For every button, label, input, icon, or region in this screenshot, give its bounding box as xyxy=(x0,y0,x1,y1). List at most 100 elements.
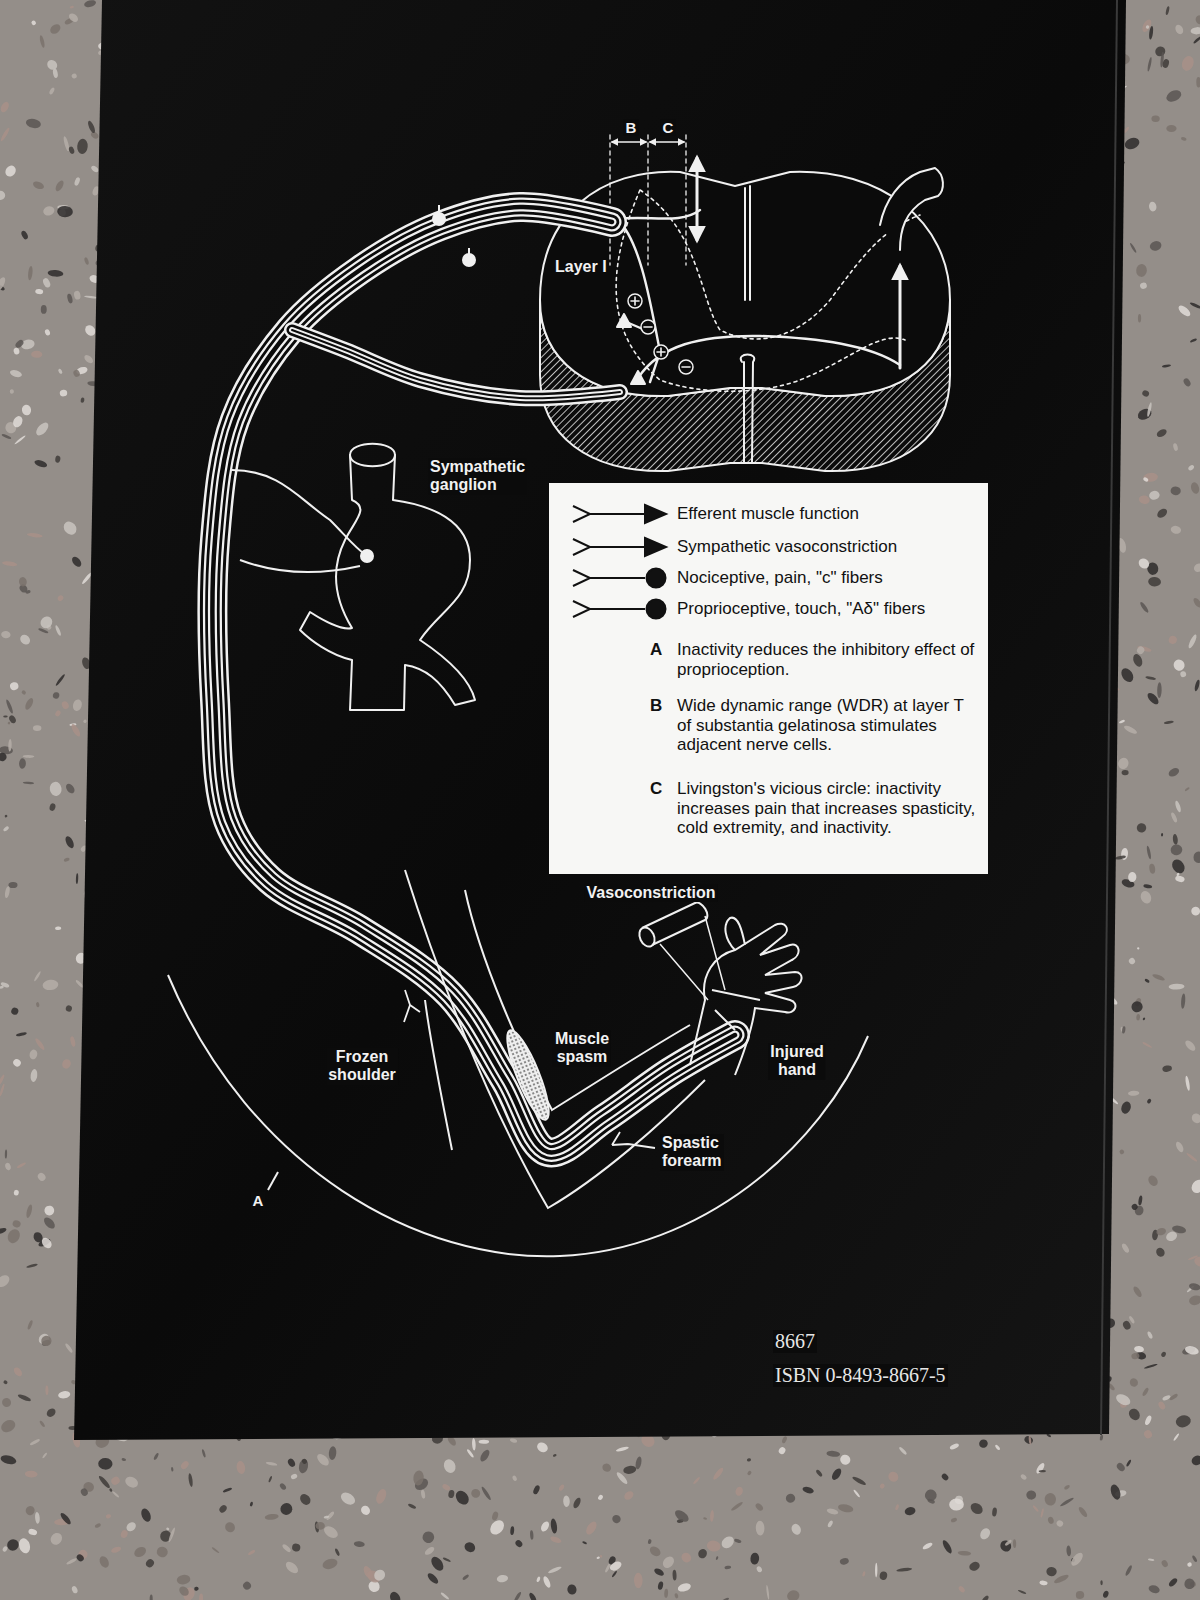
speckle xyxy=(1187,464,1195,471)
speckle xyxy=(34,420,51,437)
speckle xyxy=(1164,720,1174,724)
speckle xyxy=(1143,884,1152,889)
speckle xyxy=(4,886,11,899)
speckle xyxy=(17,1537,32,1555)
speckle xyxy=(553,1454,557,1458)
speckle xyxy=(5,1150,8,1159)
speckle xyxy=(1173,1433,1180,1441)
speckle xyxy=(84,257,90,265)
speckle xyxy=(1069,1551,1085,1568)
speckle xyxy=(70,723,82,738)
speckle xyxy=(826,1450,840,1457)
speckle xyxy=(13,347,20,355)
speckle xyxy=(47,269,63,277)
speckle xyxy=(1142,1041,1152,1048)
speckle xyxy=(14,1190,19,1196)
speckle xyxy=(756,1565,763,1573)
speckle xyxy=(1046,1567,1057,1577)
speckle xyxy=(1175,1414,1193,1429)
speckle xyxy=(121,1458,126,1462)
speckle xyxy=(1137,947,1140,950)
speckle xyxy=(71,73,78,80)
speckle xyxy=(1023,1435,1034,1446)
speckle xyxy=(1059,1497,1074,1508)
speckle xyxy=(1140,18,1153,33)
speckle xyxy=(2,1546,8,1553)
speckle xyxy=(45,1407,57,1419)
speckle xyxy=(57,594,65,602)
speckle xyxy=(1190,1112,1200,1125)
speckle xyxy=(978,1526,992,1541)
speckle xyxy=(1039,1580,1048,1586)
speckle xyxy=(63,857,70,862)
speckle xyxy=(0,127,11,142)
speckle xyxy=(542,1575,552,1588)
speckle xyxy=(0,190,5,200)
speckle xyxy=(176,1574,191,1585)
speckle xyxy=(1,630,11,638)
speckle xyxy=(895,1504,900,1511)
speckle xyxy=(710,1510,714,1522)
speckle xyxy=(54,179,65,192)
speckle xyxy=(1142,1387,1150,1397)
speckle xyxy=(1138,1195,1143,1205)
speckle xyxy=(421,1530,436,1545)
speckle xyxy=(1047,1516,1054,1524)
speckle xyxy=(38,627,49,634)
speckle xyxy=(5,1537,21,1553)
speckle xyxy=(463,1540,477,1554)
speckle xyxy=(528,1592,538,1600)
speckle xyxy=(1020,1473,1028,1480)
speckle xyxy=(1141,389,1150,397)
speckle xyxy=(1165,6,1170,15)
speckle xyxy=(448,1489,455,1498)
speckle xyxy=(703,1517,707,1520)
speckle xyxy=(21,404,32,416)
speckle xyxy=(80,1487,90,1497)
speckle xyxy=(29,1049,39,1060)
speckle xyxy=(563,1495,570,1507)
speckle xyxy=(754,1502,764,1512)
speckle xyxy=(32,1231,45,1244)
speckle xyxy=(1146,691,1161,706)
speckle xyxy=(16,1162,26,1169)
speckle xyxy=(31,351,43,358)
speckle xyxy=(721,1597,729,1600)
speckle xyxy=(1184,787,1190,792)
speckle xyxy=(941,1539,953,1555)
speckle xyxy=(1174,23,1185,35)
speckle xyxy=(49,781,63,797)
speckle xyxy=(24,697,35,711)
speckle xyxy=(968,1560,981,1572)
speckle xyxy=(1147,1331,1154,1340)
speckle xyxy=(1055,1519,1064,1528)
speckle xyxy=(132,1545,147,1559)
speckle xyxy=(144,1558,155,1569)
speckle xyxy=(1189,301,1200,309)
speckle xyxy=(837,1503,854,1514)
speckle xyxy=(1131,653,1144,668)
speckle xyxy=(851,1475,866,1486)
speckle xyxy=(1136,822,1147,833)
speckle xyxy=(1181,993,1186,1009)
speckle xyxy=(1156,507,1169,520)
speckle xyxy=(247,1549,255,1556)
speckle xyxy=(896,1567,912,1572)
speckle xyxy=(45,1386,48,1396)
speckle xyxy=(5,699,14,714)
speckle xyxy=(0,751,8,762)
speckle xyxy=(1044,1492,1058,1507)
speckle xyxy=(440,1592,450,1600)
speckle xyxy=(1162,364,1171,368)
speckle xyxy=(1169,983,1185,990)
speckle xyxy=(1190,905,1200,917)
speckle xyxy=(45,58,59,72)
speckle xyxy=(0,276,7,292)
speckle xyxy=(596,1556,600,1559)
speckle xyxy=(58,1390,71,1399)
speckle xyxy=(599,1555,602,1558)
speckle xyxy=(1127,1407,1142,1423)
speckle xyxy=(1115,855,1126,860)
speckle xyxy=(61,1058,73,1070)
speckle xyxy=(1185,1075,1191,1091)
